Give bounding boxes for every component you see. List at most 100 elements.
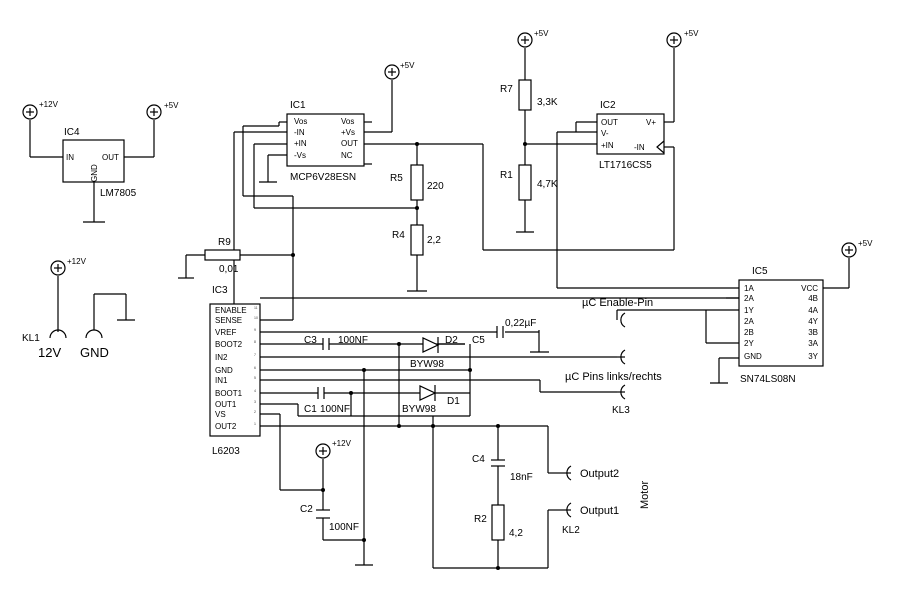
diode-d1: D1 BYW98 (402, 385, 470, 415)
supply-label: +12V (67, 257, 87, 266)
ic5-ref: IC5 (752, 266, 768, 277)
c1-ref: C1 (304, 404, 317, 415)
ic3-ref: IC3 (212, 285, 228, 296)
r2-value: 4,2 (509, 528, 523, 539)
supply-5v-ic2: +5V (666, 29, 699, 122)
c1-value: 100NF (320, 404, 350, 415)
ic3-pin-boot2: BOOT2 (215, 340, 243, 349)
connector-enable: µC Enable-Pin (582, 297, 653, 328)
kl3-ref: KL3 (612, 405, 630, 416)
c5-ref: C5 (472, 335, 485, 346)
junction-dots (291, 142, 527, 570)
ic4-pin-gnd: GND (90, 164, 99, 182)
c3-value: 100NF (338, 335, 368, 346)
r7-ref: R7 (500, 84, 513, 95)
c2-value: 100NF (329, 522, 359, 533)
ic5-pin-right: 4A (808, 306, 818, 315)
r4-ref: R4 (392, 230, 405, 241)
ic5-pin-left: 1A (744, 284, 754, 293)
resistor-r7: R7 3,3K (500, 79, 558, 165)
ic2-pin-out: OUT (601, 118, 618, 127)
kl1-ref: KL1 (22, 333, 40, 344)
r1-value: 4,7K (537, 179, 558, 190)
ic2-part: LT1716CS5 (599, 160, 652, 171)
ic3-pin-in1: IN1 (215, 376, 228, 385)
ic5-pin-right: 3Y (808, 352, 818, 361)
ic3-pin-out1: OUT1 (215, 400, 237, 409)
ic3-pin-vs: VS (215, 410, 226, 419)
ic3-pin-out2: OUT2 (215, 422, 237, 431)
d1-part: BYW98 (402, 404, 436, 415)
ic3-pin-number: 7 (254, 353, 256, 357)
capacitor-c2: C2 100NF (300, 504, 359, 533)
ic1-part: MCP6V28ESN (290, 172, 356, 183)
ic5-wiring (617, 297, 739, 344)
ic3-pin-number: 6 (254, 366, 256, 370)
ic1-pin-in-neg: -IN (294, 128, 305, 137)
c4-value: 18nF (510, 472, 533, 483)
ic5-pin-left: 2Y (744, 339, 754, 348)
ic2-wiring (260, 121, 739, 299)
ic2-ref: IC2 (600, 100, 616, 111)
ic4-pin-out: OUT (102, 153, 119, 162)
r5-ref: R5 (390, 173, 403, 184)
supply-12v-c2: +12V (315, 439, 352, 510)
ic3-pin-number: 4 (254, 389, 256, 393)
ic3-pin-number: 11 (254, 306, 258, 310)
c2-ref: C2 (300, 504, 313, 515)
ic3-pin-number: 5 (254, 376, 256, 380)
ic5-pin-right: VCC (801, 284, 818, 293)
ic5-pin-left: 2A (744, 294, 754, 303)
ic3-pin-number: 2 (254, 410, 256, 414)
capacitor-c4: C4 18nF (472, 454, 533, 483)
ic5-pin-left: GND (744, 352, 762, 361)
r9-ref: R9 (218, 237, 231, 248)
ic1-pin-out: OUT (341, 139, 358, 148)
capacitor-c1: C1 100NF (304, 387, 350, 415)
c4-ref: C4 (472, 454, 485, 465)
enable-pin-label: µC Enable-Pin (582, 297, 653, 309)
ic2-pin-inneg: -IN (634, 143, 645, 152)
supply-5v-ic5: +5V (823, 239, 873, 289)
ic1-pin-in-pos: +IN (294, 139, 307, 148)
ic1-pin-nc: NC (341, 151, 353, 160)
connector-kl1: KL1 12V GND (22, 294, 109, 360)
r9-value: 0,01 (219, 264, 239, 275)
ic3-pin-vref: VREF (215, 328, 236, 337)
ic2-pin-vneg: V- (601, 129, 609, 138)
ic1-pin-vs-pos: +Vs (341, 128, 355, 137)
ic5-pin-left: 2A (744, 317, 754, 326)
ground-symbols (83, 154, 739, 566)
supply-label: +5V (534, 29, 549, 38)
ic1-wiring (233, 122, 675, 321)
supply-5v-ic4: +5V (124, 101, 179, 158)
kl1-label-gnd: GND (80, 345, 109, 360)
d1-ref: D1 (447, 396, 460, 407)
ic3-pin-boot1: BOOT1 (215, 389, 243, 398)
ic3-pin-number: 3 (254, 400, 256, 404)
supply-label: +12V (39, 100, 59, 109)
supply-12v-kl1: +12V (50, 257, 87, 330)
supply-label: +5V (164, 101, 179, 110)
ic3-pin-number: 1 (254, 422, 256, 426)
capacitor-c5: C5 0,22µF (472, 318, 536, 346)
kl1-label-12v: 12V (38, 345, 61, 360)
ic3-pin-in2: IN2 (215, 353, 228, 362)
r7-value: 3,3K (537, 97, 558, 108)
connector-kl3: µC Pins links/rechts KL3 (565, 349, 662, 416)
resistor-r4: R4 2,2 (392, 224, 441, 256)
ic4-ref: IC4 (64, 127, 80, 138)
ic5-pin-left: 1Y (744, 306, 754, 315)
resistor-r1: R1 4,7K (500, 164, 558, 201)
r5-value: 220 (427, 181, 444, 192)
direction-pins-label: µC Pins links/rechts (565, 371, 662, 383)
ic4-part: LM7805 (100, 188, 137, 199)
supply-5v-ic1: +5V (384, 61, 415, 132)
ic3-pin-number: 9 (254, 328, 256, 332)
d2-part: BYW98 (410, 359, 444, 370)
ic3-pin-number: 8 (254, 340, 256, 344)
r2-ref: R2 (474, 514, 487, 525)
ic2-pin-vpos: V+ (646, 118, 656, 127)
ic1-pin-vos: Vos (294, 117, 307, 126)
